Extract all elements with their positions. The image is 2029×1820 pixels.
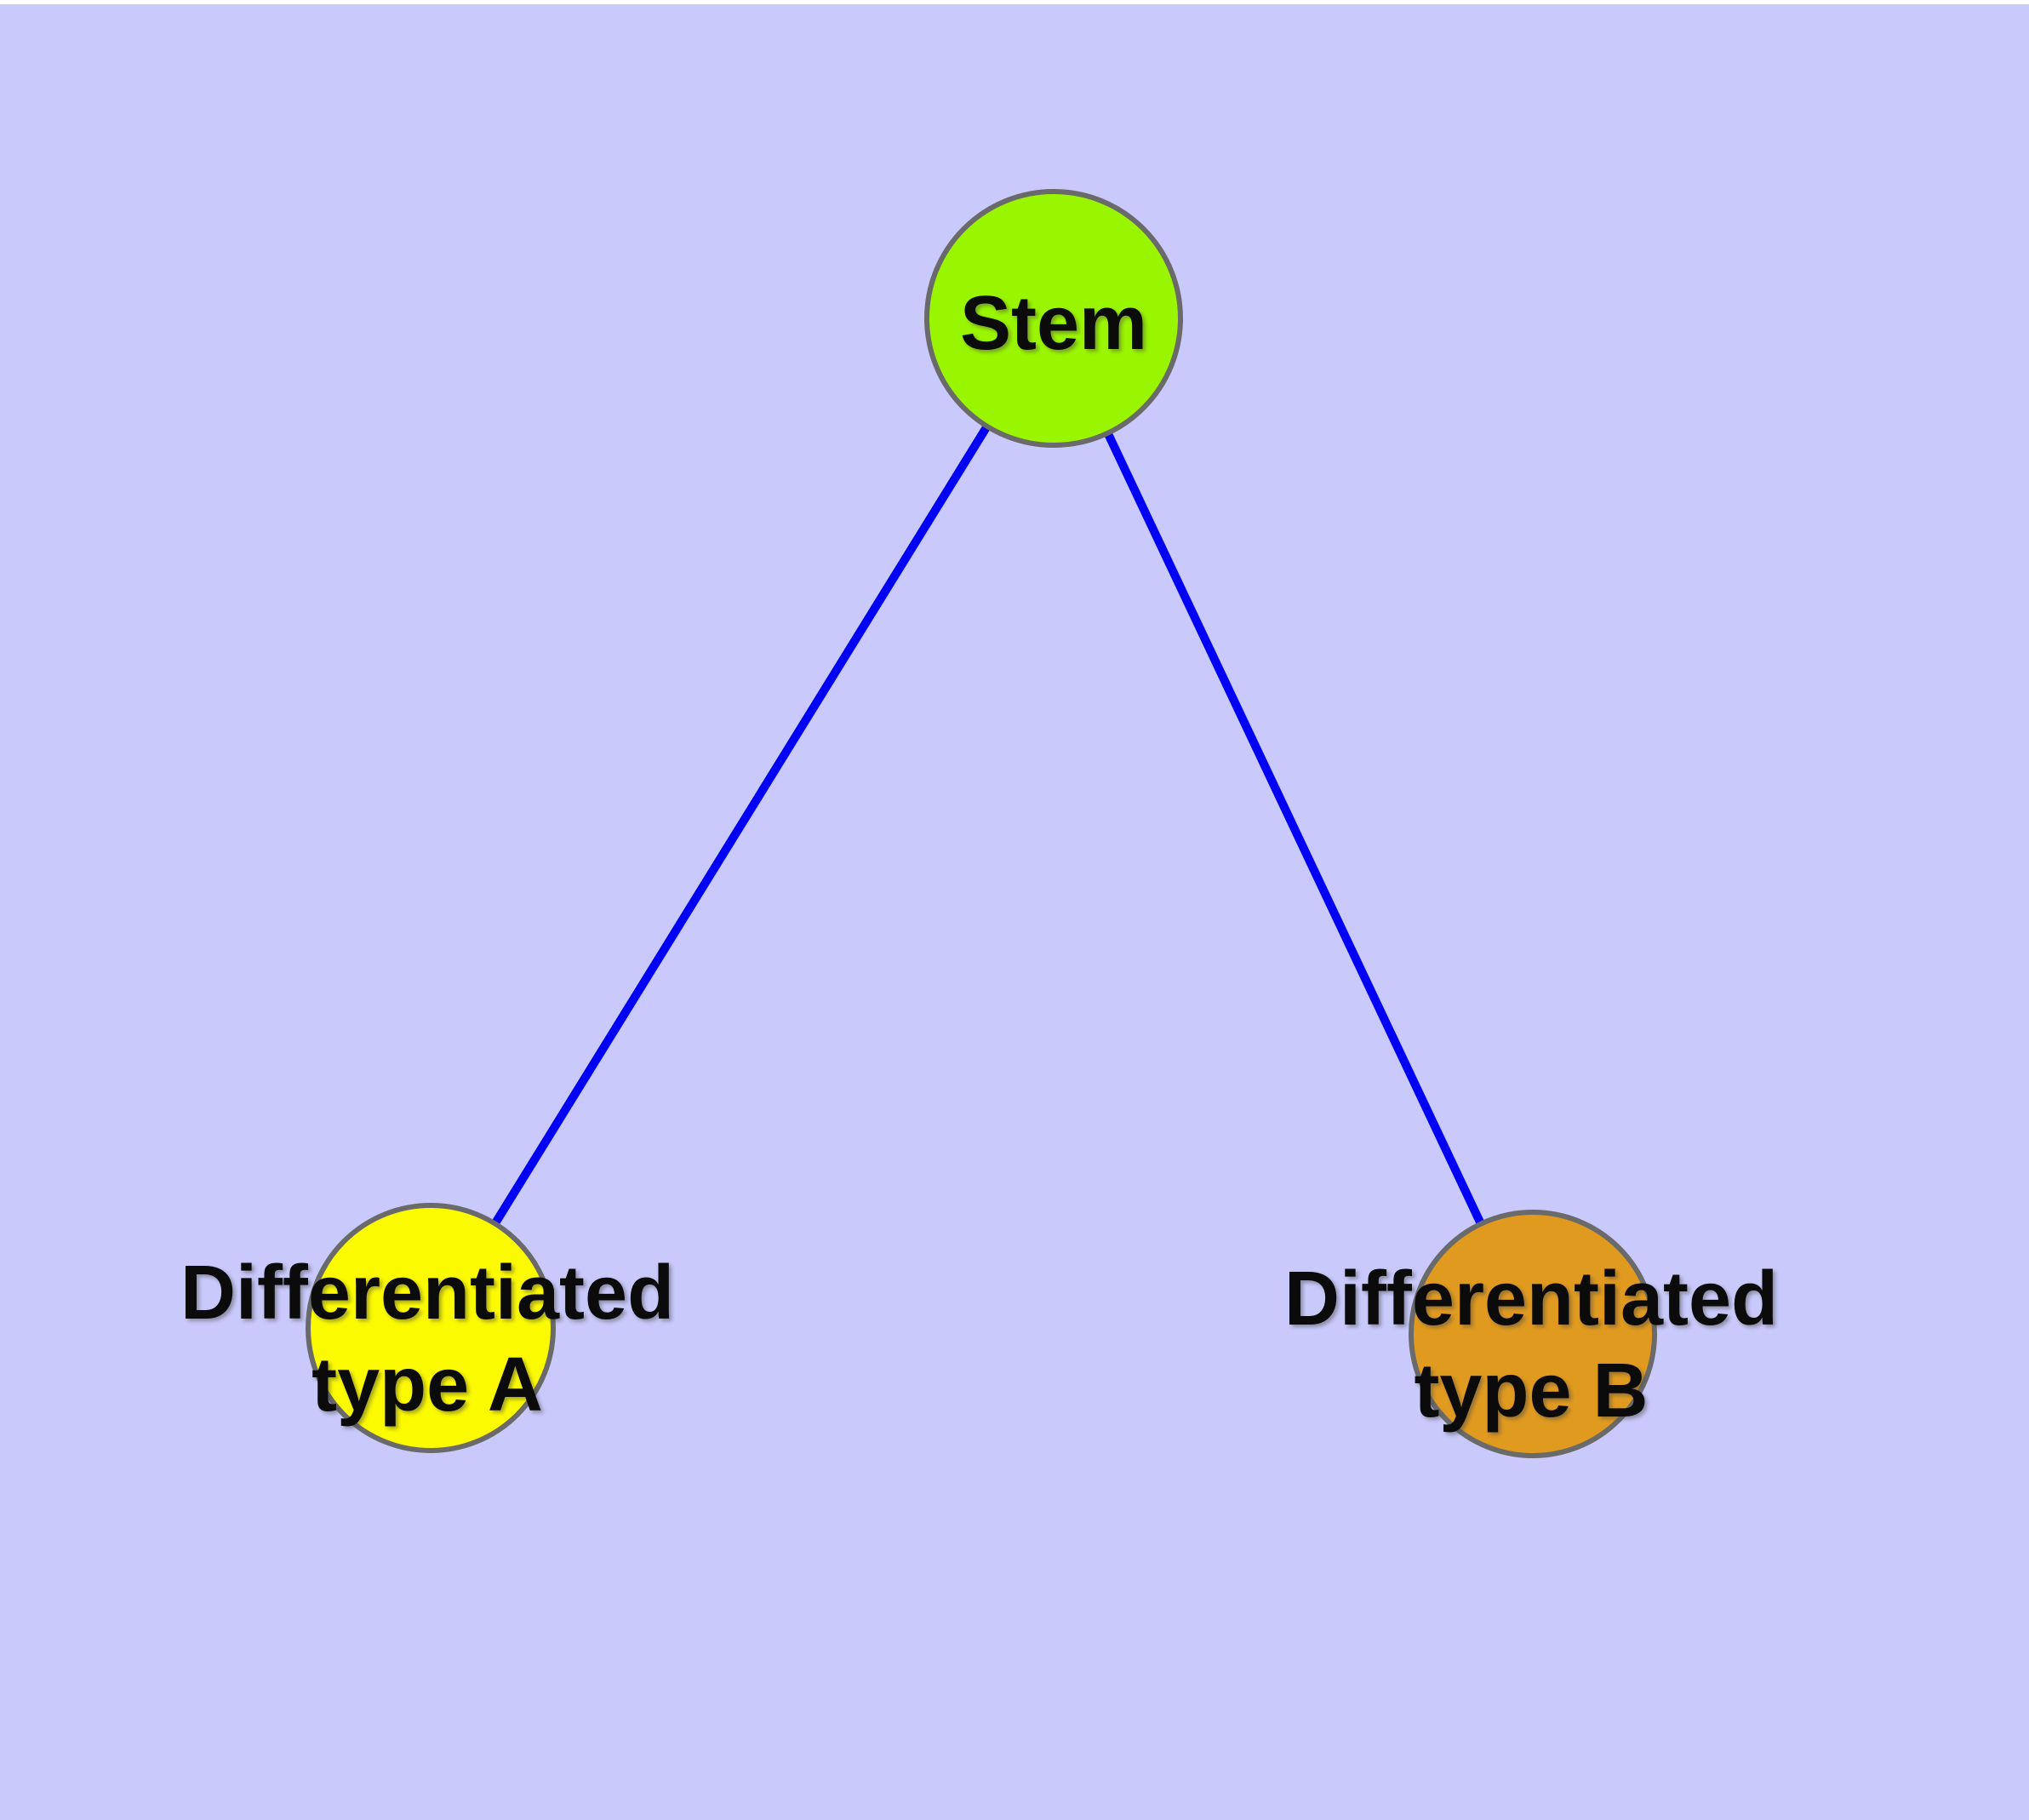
node-stem bbox=[924, 189, 1183, 448]
edge-stem-to-type-a bbox=[426, 316, 1058, 1331]
edge-stem-to-type-b bbox=[1049, 316, 1537, 1336]
node-label-differentiated-type-a: Differentiated type A bbox=[180, 1251, 675, 1428]
graph-canvas: Stem Differentiated type A Differentiate… bbox=[0, 4, 2029, 1820]
node-differentiated-type-b bbox=[1409, 1210, 1657, 1458]
node-label-differentiated-type-b: Differentiated type B bbox=[1283, 1256, 1779, 1434]
edges-layer bbox=[426, 316, 1537, 1336]
node-differentiated-type-a bbox=[306, 1203, 556, 1453]
node-label-stem: Stem bbox=[959, 281, 1148, 366]
